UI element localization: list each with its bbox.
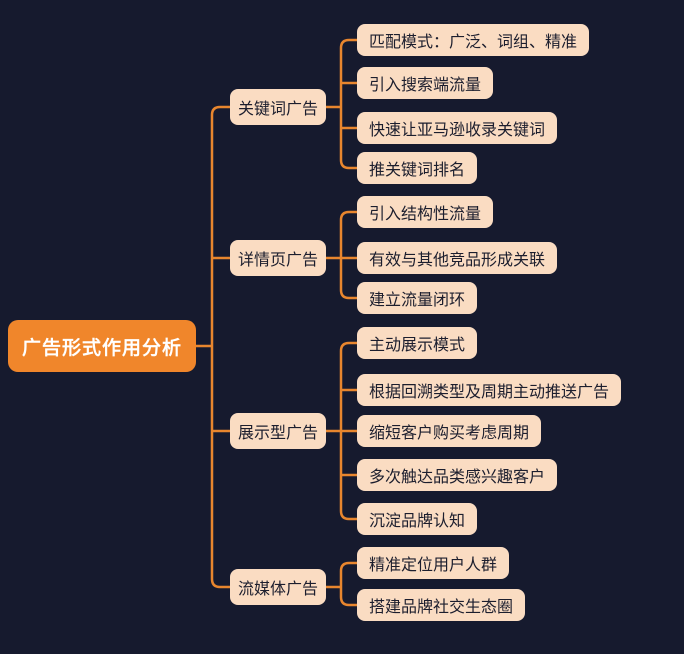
branch-node-keyword-ads[interactable]: 关键词广告	[230, 89, 326, 125]
connector-branch-display-ads	[324, 341, 359, 521]
leaf-node-reach-interested-customers[interactable]: 多次触达品类感兴趣客户	[357, 459, 558, 491]
branch-node-detail-page-ads[interactable]: 详情页广告	[230, 240, 326, 276]
connector-branch-detail-page-ads	[324, 210, 359, 300]
leaf-node-keyword-ranking[interactable]: 推关键词排名	[357, 152, 478, 184]
root-node[interactable]: 广告形式作用分析	[8, 320, 196, 372]
leaf-node-retargeting-push[interactable]: 根据回溯类型及周期主动推送广告	[357, 374, 622, 406]
leaf-node-structural-traffic[interactable]: 引入结构性流量	[357, 196, 494, 228]
connector-branch-streaming-ads	[324, 561, 359, 607]
connector-branch-keyword-ads	[324, 38, 359, 170]
branch-node-display-ads[interactable]: 展示型广告	[230, 413, 326, 449]
leaf-node-match-mode[interactable]: 匹配模式：广泛、词组、精准	[357, 24, 590, 56]
leaf-node-active-display-mode[interactable]: 主动展示模式	[357, 327, 478, 359]
leaf-node-shorten-purchase-cycle[interactable]: 缩短客户购买考虑周期	[357, 415, 542, 447]
leaf-node-search-traffic[interactable]: 引入搜索端流量	[357, 67, 494, 99]
leaf-node-amazon-index-keywords[interactable]: 快速让亚马逊收录关键词	[357, 112, 558, 144]
leaf-node-brand-social-ecosystem[interactable]: 搭建品牌社交生态圈	[357, 589, 526, 621]
connector-main-trunk	[194, 105, 232, 589]
branch-node-streaming-ads[interactable]: 流媒体广告	[230, 569, 326, 605]
leaf-node-precise-targeting[interactable]: 精准定位用户人群	[357, 547, 510, 579]
leaf-node-brand-awareness[interactable]: 沉淀品牌认知	[357, 503, 478, 535]
leaf-node-competitor-association[interactable]: 有效与其他竞品形成关联	[357, 242, 558, 274]
leaf-node-traffic-loop[interactable]: 建立流量闭环	[357, 282, 478, 314]
